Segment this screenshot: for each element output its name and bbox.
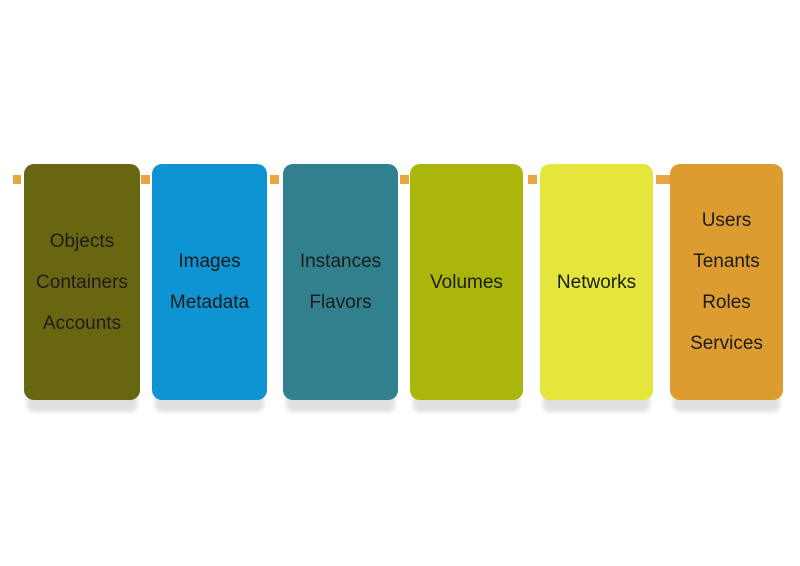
connector-segment-5-6	[656, 175, 674, 184]
card-label: Users	[701, 210, 752, 231]
connector-left-stub	[13, 175, 21, 184]
card-label: Metadata	[169, 292, 250, 313]
card-label: Tenants	[693, 251, 760, 272]
connector-segment-1-2	[141, 175, 150, 184]
card-label: Roles	[702, 292, 751, 313]
card-images: Images Metadata	[152, 164, 267, 400]
connector-segment-4-5	[528, 175, 537, 184]
card-label: Containers	[36, 271, 128, 293]
card-users: Users Tenants Roles Services	[670, 164, 783, 400]
connector-segment-2-3	[270, 175, 279, 184]
card-label: Images	[178, 251, 241, 272]
card-instances: Instances Flavors	[283, 164, 398, 400]
card-label: Instances	[299, 251, 382, 272]
card-label: Volumes	[430, 271, 503, 293]
card-label: Flavors	[309, 292, 372, 313]
card-label: Services	[690, 333, 763, 354]
card-networks: Networks	[540, 164, 653, 400]
card-label: Objects	[49, 230, 115, 252]
card-objects: Objects Containers Accounts	[24, 164, 140, 400]
card-label: Networks	[556, 271, 637, 293]
card-volumes: Volumes	[410, 164, 523, 400]
card-label: Accounts	[42, 312, 122, 334]
connector-segment-3-4	[400, 175, 409, 184]
